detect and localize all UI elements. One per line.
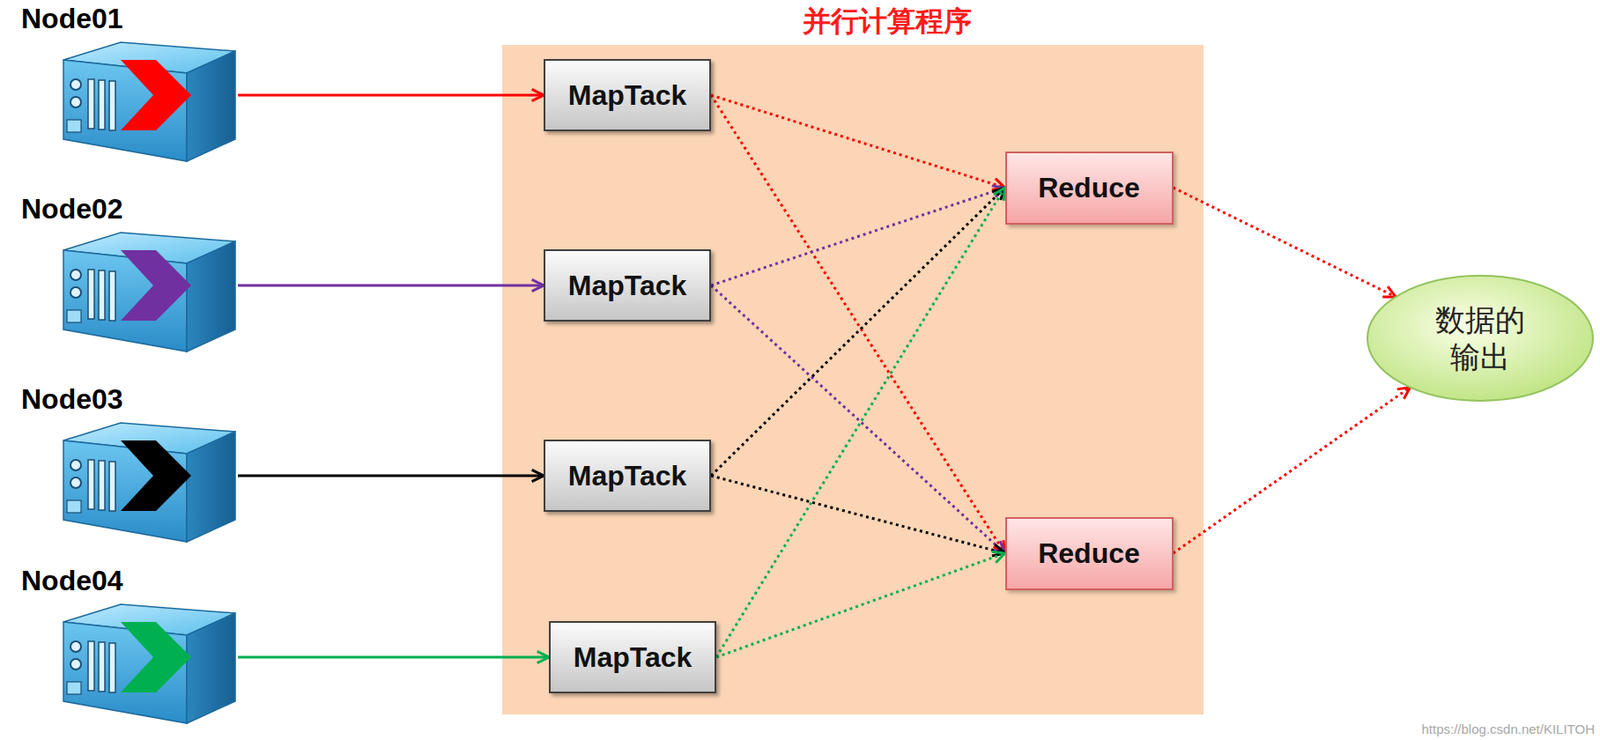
reduce-box: Reduce xyxy=(1005,517,1174,591)
data-feed-arrow xyxy=(237,284,544,288)
shuffle-arrow xyxy=(716,187,1006,658)
server-chevron xyxy=(120,440,192,512)
data-feed-arrow xyxy=(237,656,549,660)
server-icon xyxy=(63,604,236,724)
output-label: 数据的 输出 xyxy=(1430,301,1530,377)
watermark: https://blog.csdn.net/KILITOH xyxy=(1422,721,1596,737)
map-task-label: MapTack xyxy=(573,641,693,675)
reduce-label: Reduce xyxy=(1037,171,1141,205)
shuffle-arrow xyxy=(711,187,1006,286)
reduce-label: Reduce xyxy=(1037,537,1141,571)
map-task-label: MapTack xyxy=(568,459,688,493)
reduce-box: Reduce xyxy=(1005,151,1174,225)
server-node: Node02 xyxy=(21,193,238,355)
server-node: Node01 xyxy=(21,3,238,164)
ellipse-outline xyxy=(1367,275,1593,401)
server-body xyxy=(63,232,236,352)
shuffle-arrow xyxy=(711,187,1006,476)
server-icon xyxy=(63,42,236,162)
shuffle-arrow xyxy=(711,285,1006,554)
server-icon xyxy=(63,422,236,542)
shuffle-arrow xyxy=(711,475,1006,554)
server-chevron xyxy=(120,250,192,321)
server-icon xyxy=(63,232,236,352)
map-task-box: MapTack xyxy=(543,249,712,322)
server-label: Node02 xyxy=(21,193,124,225)
server-node: Node04 xyxy=(21,565,238,726)
map-task-box: MapTack xyxy=(543,59,712,132)
map-task-label: MapTack xyxy=(568,79,688,112)
shuffle-arrow xyxy=(711,95,1006,554)
map-task-label: MapTack xyxy=(568,269,688,303)
server-body xyxy=(63,422,236,542)
map-task-box: MapTack xyxy=(543,439,712,512)
server-chevron xyxy=(120,622,192,693)
output-ellipse: 数据的 输出 xyxy=(1365,274,1595,403)
server-body xyxy=(63,42,236,162)
program-region: 并行计算程序MapTackMapTackMapTackMapTackReduce… xyxy=(502,44,1204,715)
map-task-box: MapTack xyxy=(548,621,717,694)
shuffle-arrow xyxy=(1173,187,1397,297)
server-label: Node04 xyxy=(21,565,124,597)
ellipse-shape xyxy=(1365,274,1595,403)
data-feed-arrow xyxy=(237,94,544,97)
shuffle-arrow xyxy=(1173,387,1411,554)
server-node: Node03 xyxy=(21,384,238,545)
region-title: 并行计算程序 xyxy=(802,6,972,38)
server-label: Node03 xyxy=(21,384,124,415)
server-chevron xyxy=(120,59,192,131)
server-body xyxy=(63,604,236,724)
server-label: Node01 xyxy=(21,3,124,35)
data-feed-arrow xyxy=(237,474,544,478)
shuffle-arrow xyxy=(711,95,1006,188)
shuffle-arrow xyxy=(716,553,1006,658)
